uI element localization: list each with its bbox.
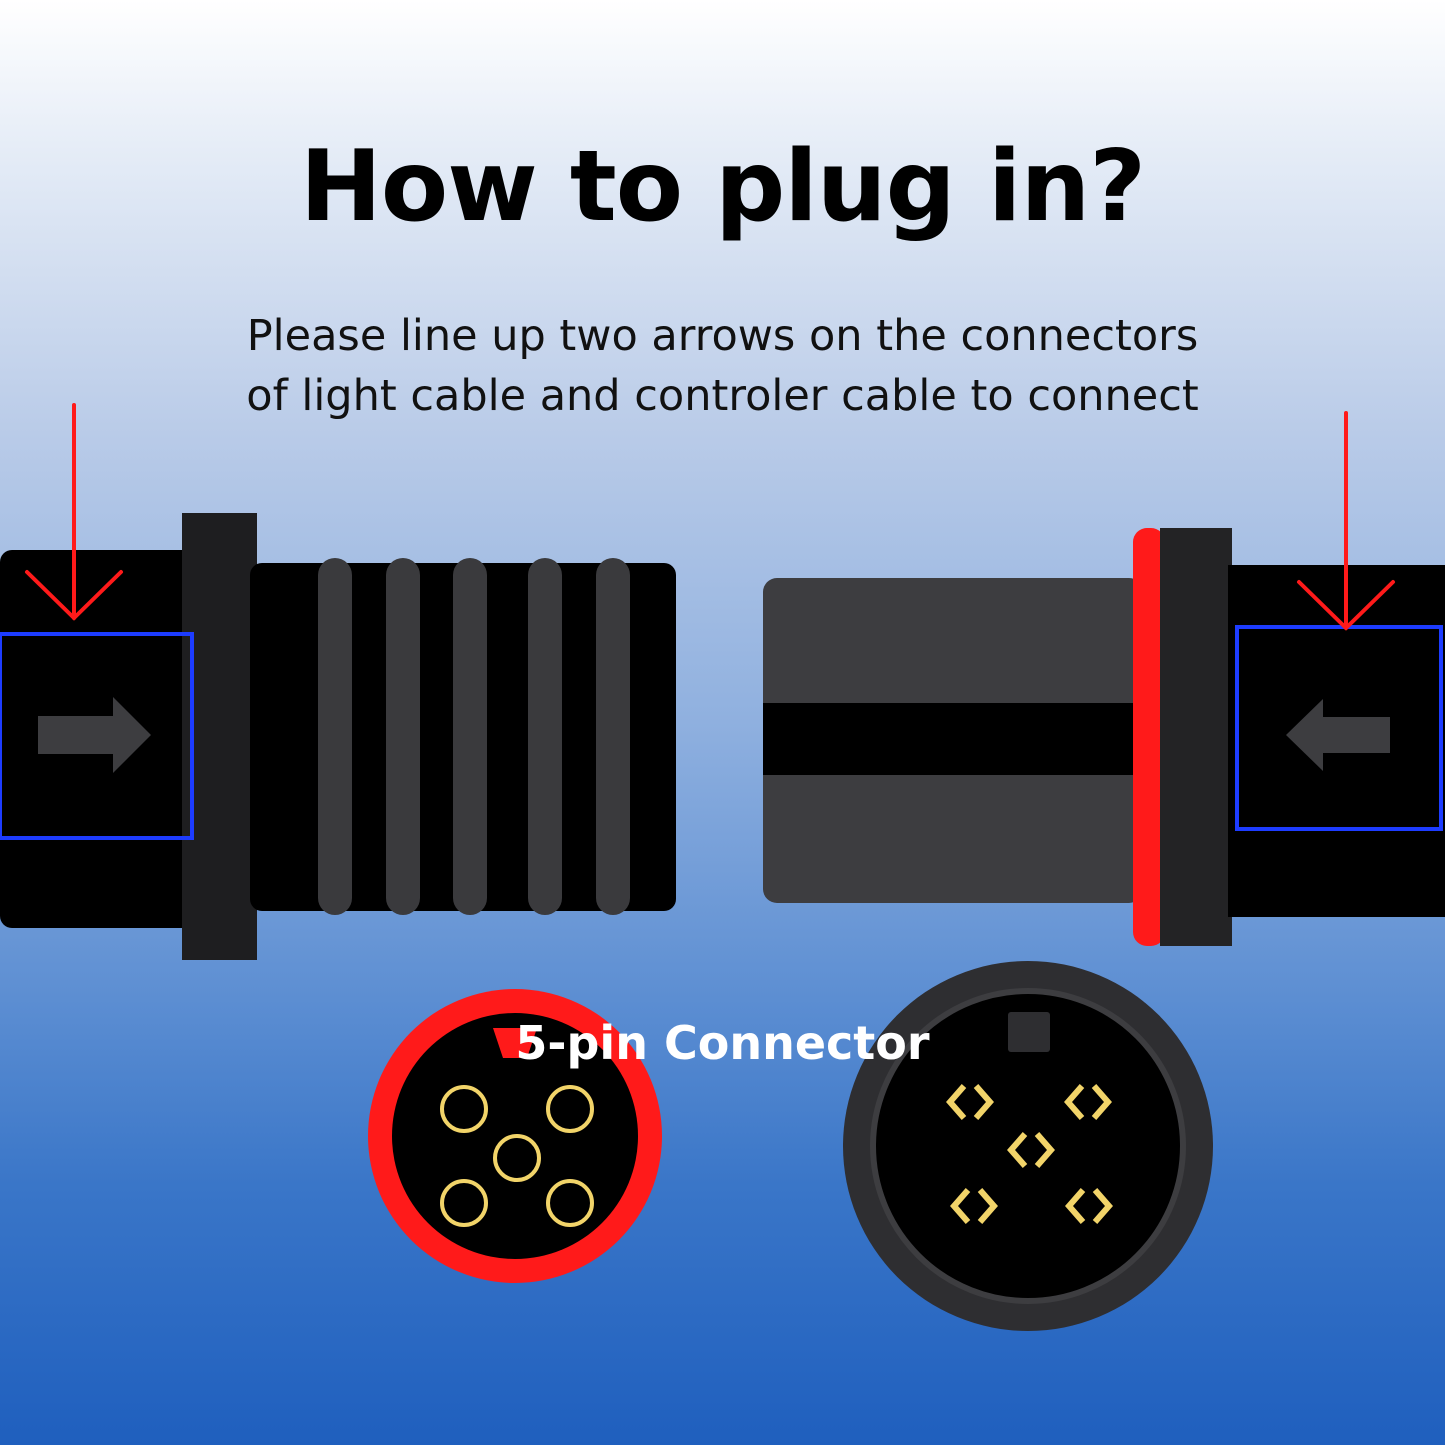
- left-connector-collar: [182, 513, 257, 960]
- instructions-line-2: of light cable and controler cable to co…: [246, 371, 1199, 421]
- left-indicator-arrow-icon: [25, 403, 123, 621]
- socket-key-icon: [1008, 1012, 1050, 1052]
- female-connector-face: [843, 961, 1213, 1331]
- page-title: How to plug in?: [299, 130, 1146, 244]
- right-connector-red-ring: [1133, 528, 1165, 946]
- male-connector-face: [368, 989, 662, 1283]
- right-indicator-arrow-icon: [1297, 411, 1395, 631]
- key-notch-icon: [493, 1028, 537, 1058]
- connector-caption: 5-pin Connector: [515, 1016, 930, 1070]
- instructions-line-1: Please line up two arrows on the connect…: [246, 311, 1199, 361]
- pin-holes: [440, 1085, 594, 1227]
- socket-pins: [946, 1084, 1113, 1224]
- instructions: Please line up two arrows on the connect…: [0, 306, 1445, 426]
- right-connector: [763, 528, 1445, 946]
- left-alignment-box: [0, 632, 194, 840]
- left-connector-grip-ribs: [318, 558, 630, 915]
- left-connector: [0, 513, 676, 960]
- right-connector-band: [763, 703, 1143, 775]
- arrow-right-icon: [38, 697, 151, 773]
- right-connector-collar: [1160, 528, 1232, 946]
- right-alignment-box: [1235, 625, 1443, 831]
- arrow-left-icon: [1286, 699, 1390, 771]
